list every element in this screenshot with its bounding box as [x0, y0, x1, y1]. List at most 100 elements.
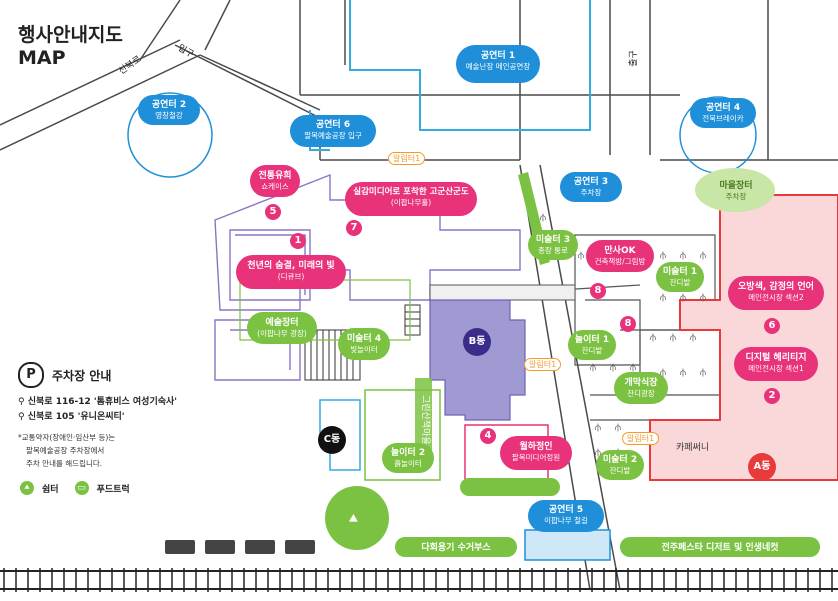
foodtruck-icon: ▭ — [74, 481, 89, 495]
rest-zone-circle — [325, 486, 389, 550]
title-english: MAP — [18, 47, 66, 69]
stage6-sub: 팔복예술공장 입구 — [304, 131, 362, 140]
art-market-pill[interactable]: 예술장터 (이팝나무 광장) — [247, 312, 317, 344]
opening-plaza-pill[interactable]: 개막식장 잔디광장 — [614, 372, 668, 404]
play1-num: 1 — [602, 335, 610, 345]
bus-label: 다회용기 수거부스 — [421, 543, 491, 553]
venue2-pill[interactable]: 디지털 헤리티지 메인전시장 섹션1 — [734, 347, 818, 381]
village-market-name: 마을장터 — [719, 181, 753, 191]
road-label-exit: 출구 — [628, 50, 639, 67]
title-korean: 행사안내지도 — [18, 24, 123, 46]
food-trucks — [165, 540, 315, 554]
stage1-num: 1 — [508, 51, 516, 61]
info-mid-num: 1 — [551, 360, 557, 369]
market2-sub: 잔디밭 — [609, 466, 631, 475]
svg-text:⫛: ⫛ — [700, 250, 706, 261]
stage5-pill[interactable]: 공연터 5 이팝나무 철길 — [528, 500, 604, 532]
venue5-sub: 쇼케이스 — [261, 182, 289, 191]
info-point-mid[interactable]: 알림터1 — [524, 358, 562, 371]
legend-foodtruck-label: 푸드트럭 — [96, 484, 130, 495]
svg-text:⫛: ⫛ — [540, 212, 546, 223]
building-a-marker[interactable]: A동 — [748, 453, 776, 481]
legend: ⯅ 쉼터 ▭ 푸드트럭 — [20, 481, 130, 495]
info-point-top[interactable]: 알림터1 — [388, 152, 426, 165]
venue6-pill[interactable]: 오방색, 감정의 언어 메인전시장 섹션2 — [728, 276, 824, 310]
market3-sub: 종장 통로 — [538, 246, 568, 255]
cafe-label: 카페써니 — [676, 443, 710, 453]
stage2-pill[interactable]: 공연터 2 영창철강 — [138, 95, 200, 125]
venue8-pill[interactable]: 만사OK 건축책방/그림방 — [586, 240, 654, 272]
venue5-pill[interactable]: 전통유희 쇼케이스 — [250, 165, 300, 197]
play1-sub: 잔디밭 — [581, 346, 603, 355]
parking-info: P 주차장 안내 ⚲ 신북로 116-12 '톰휴비스 여성기숙사' ⚲ 신북로… — [18, 362, 218, 469]
venue8-num-b: 8 — [620, 316, 636, 332]
market3-num: 3 — [563, 235, 571, 245]
venue2-num: 2 — [764, 388, 780, 404]
railway-ties — [3, 568, 833, 592]
rest-icon: ⯅ — [20, 481, 34, 495]
venue4-name: 월하정인 — [519, 442, 553, 452]
info-low-num: 1 — [649, 434, 655, 443]
building-b-marker[interactable]: B동 — [463, 328, 491, 356]
building-c-marker[interactable]: C동 — [318, 426, 346, 454]
venue7-sub: (이팝나무홀) — [390, 198, 432, 207]
venue1-pill[interactable]: 천년의 숨결, 미래의 빛 (디큐브) — [236, 255, 346, 289]
market4-pill[interactable]: 미술터 4 빛놀이터 — [338, 328, 390, 360]
building-a-area — [649, 194, 838, 481]
svg-text:⫛: ⫛ — [670, 332, 676, 343]
info-mid-label: 알림터 — [529, 360, 552, 369]
stage4-pill[interactable]: 공연터 4 전북브레이카 — [690, 98, 756, 128]
bottom-green-pill-left — [460, 478, 560, 496]
stage5-sub: 이팝나무 철길 — [544, 516, 588, 525]
venue7-pill[interactable]: 실감미디어로 포착한 고군산군도 (이팝나무홀) — [345, 182, 477, 216]
market3-pill[interactable]: 미술터 3 종장 통로 — [528, 230, 578, 260]
play1-pill[interactable]: 놀이터 1 잔디밭 — [568, 330, 616, 360]
venue1-num: 1 — [290, 233, 306, 249]
stage6-pill[interactable]: 공연터 6 팔복예술공장 입구 — [290, 115, 376, 147]
svg-text:⫛: ⫛ — [595, 447, 601, 458]
parking-note2: 팔복예술공장 주차장에서 — [26, 446, 105, 455]
stage1-pill[interactable]: 공연터 1 예술난장 메인공연장 — [456, 45, 540, 83]
stage3-pill[interactable]: 공연터 3 주차장 — [560, 172, 622, 202]
tree-icons: ⫛⫛⫛ ⫛⫛⫛ ⫛⫛⫛ ⫛⫛⫛ ⫛⫛⫛ ⫛⫛⫛ ⫛⫛ ⫛⫛ ⫛⫛ — [540, 212, 706, 458]
info-low-label: 알림터 — [627, 434, 650, 443]
svg-text:⫛: ⫛ — [650, 332, 656, 343]
art-market-name: 예술장터 — [265, 318, 299, 328]
stage6-name: 공연터 — [315, 120, 341, 130]
svg-text:⫛: ⫛ — [660, 250, 666, 261]
svg-text:⫛: ⫛ — [590, 362, 596, 373]
map-title-block: 행사안내지도 MAP — [18, 20, 123, 69]
play2-num: 2 — [418, 448, 426, 458]
stage3-name: 공연터 — [573, 177, 599, 187]
venue5-name: 전통유희 — [258, 171, 292, 181]
venue2-name: 디지털 헤리티지 — [745, 353, 807, 363]
info-point-low[interactable]: 알림터1 — [622, 432, 660, 445]
market1-name: 미술터 — [662, 267, 688, 277]
venue8-num-a: 8 — [590, 283, 606, 299]
festa-label: 전주페스타 디저트 및 인생네컷 — [661, 543, 779, 553]
venue4-pill[interactable]: 월하정인 팔복미디어정원 — [500, 436, 572, 470]
play1-name: 놀이터 — [574, 335, 600, 345]
play2-pill[interactable]: 놀이터 2 흙놀이터 — [382, 443, 434, 473]
market2-num: 2 — [630, 455, 638, 465]
market4-name: 미술터 — [346, 334, 372, 344]
market2-pill[interactable]: 미술터 2 잔디밭 — [596, 450, 644, 480]
parking-title: 주차장 안내 — [52, 368, 112, 383]
svg-text:⫛: ⫛ — [595, 422, 601, 433]
market2-name: 미술터 — [602, 455, 628, 465]
stage3-num: 3 — [601, 177, 609, 187]
venue4-num: 4 — [480, 428, 496, 444]
village-market-pill[interactable]: 마을장터 주차장 — [710, 178, 762, 206]
stage2-name: 공연터 — [151, 100, 177, 110]
svg-text:⫛: ⫛ — [610, 362, 616, 373]
stage2-num: 2 — [179, 100, 187, 110]
venue1-sub: (디큐브) — [277, 272, 305, 281]
walkway — [429, 284, 576, 301]
market1-pill[interactable]: 미술터 1 잔디밭 — [656, 262, 704, 292]
parking-note3: 주차 안내를 해드립니다. — [26, 459, 103, 468]
railway — [0, 570, 838, 590]
bus-label-pill — [395, 537, 517, 557]
venue7-num: 7 — [346, 220, 362, 236]
svg-text:⫛: ⫛ — [660, 292, 666, 303]
village-market-zone — [695, 168, 775, 212]
